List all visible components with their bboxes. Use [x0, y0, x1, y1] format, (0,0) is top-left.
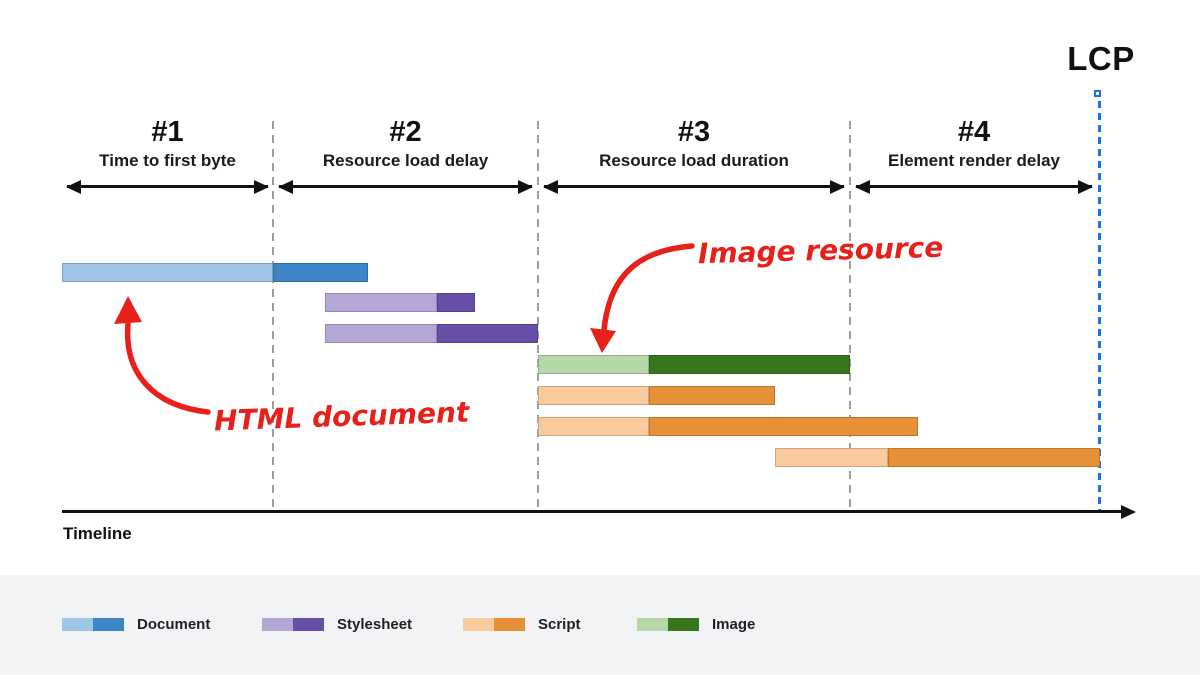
legend-label-script: Script [538, 616, 581, 633]
phase-4-label: Element render delay [888, 151, 1060, 170]
lcp-marker-icon [1094, 90, 1101, 97]
legend-swatch-script-icon [463, 618, 525, 631]
legend-swatch-image-icon [637, 618, 699, 631]
phase-4-header: #4 Element render delay [855, 116, 1093, 194]
phase-3-span-arrow [543, 179, 845, 194]
phase-3-header: #3 Resource load duration [543, 116, 845, 194]
image-resource-arrow [601, 243, 695, 333]
timeline-axis-arrow [62, 504, 1136, 519]
bar-stylesheet-light [325, 293, 437, 312]
image-resource-annotation: Image resource [697, 230, 944, 271]
phase-2-number: #2 [389, 116, 422, 148]
legend-item-script: Script [463, 616, 581, 633]
bar-script-dark [649, 386, 775, 405]
legend-item-image: Image [637, 616, 755, 633]
phase-3-label: Resource load duration [599, 151, 789, 170]
phase-1-number: #1 [151, 116, 184, 148]
phase-divider-2 [537, 121, 539, 512]
legend-label-stylesheet: Stylesheet [337, 616, 413, 633]
phase-2-span-arrow [278, 179, 533, 194]
legend-item-document: Document [62, 616, 210, 633]
legend-swatch-document-icon [62, 618, 124, 631]
bar-script-dark [888, 448, 1100, 467]
phase-4-number: #4 [957, 116, 991, 148]
bar-document-light [62, 263, 273, 282]
bar-image-dark [649, 355, 850, 374]
bar-stylesheet-dark [437, 324, 538, 343]
bar-document-dark [273, 263, 368, 282]
phase-2-label: Resource load delay [322, 151, 489, 170]
html-document-annotation: HTML document [213, 395, 470, 438]
bar-script-light [775, 448, 888, 467]
legend-item-stylesheet: Stylesheet [262, 616, 412, 633]
phase-1-header: #1 Time to first byte [66, 116, 269, 194]
phase-4-span-arrow [855, 179, 1093, 194]
bar-script-light [538, 417, 649, 436]
phase-3-number: #3 [677, 116, 711, 148]
image-resource-arrowhead-icon [590, 328, 616, 353]
bar-stylesheet-dark [437, 293, 475, 312]
legend-label-image: Image [712, 616, 756, 633]
legend-label-document: Document [137, 616, 211, 633]
bar-script-dark [649, 417, 918, 436]
phase-1-label: Time to first byte [99, 151, 236, 170]
legend-swatch-stylesheet-icon [262, 618, 324, 631]
lcp-dashed-line [1098, 101, 1101, 511]
legend-panel: Document Stylesheet Script Image [0, 575, 1200, 675]
phase-1-span-arrow [66, 179, 269, 194]
phase-2-header: #2 Resource load delay [278, 116, 533, 194]
bar-image-light [538, 355, 649, 374]
phase-divider-1 [272, 121, 274, 512]
lcp-label: LCP [1067, 40, 1135, 77]
timeline-axis-label: Timeline [63, 524, 132, 543]
bar-stylesheet-light [325, 324, 437, 343]
html-document-arrow [124, 321, 211, 415]
html-document-arrowhead-icon [114, 296, 142, 324]
bar-script-light [538, 386, 649, 405]
phase-divider-3 [849, 121, 851, 512]
